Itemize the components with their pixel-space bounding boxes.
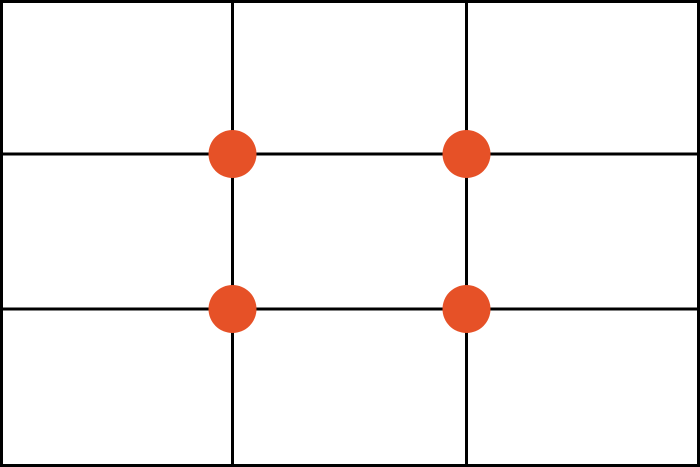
- intersection-dot: [208, 130, 257, 178]
- intersection-dot: [442, 130, 491, 178]
- intersection-dot: [442, 285, 491, 333]
- intersection-dot: [208, 285, 257, 333]
